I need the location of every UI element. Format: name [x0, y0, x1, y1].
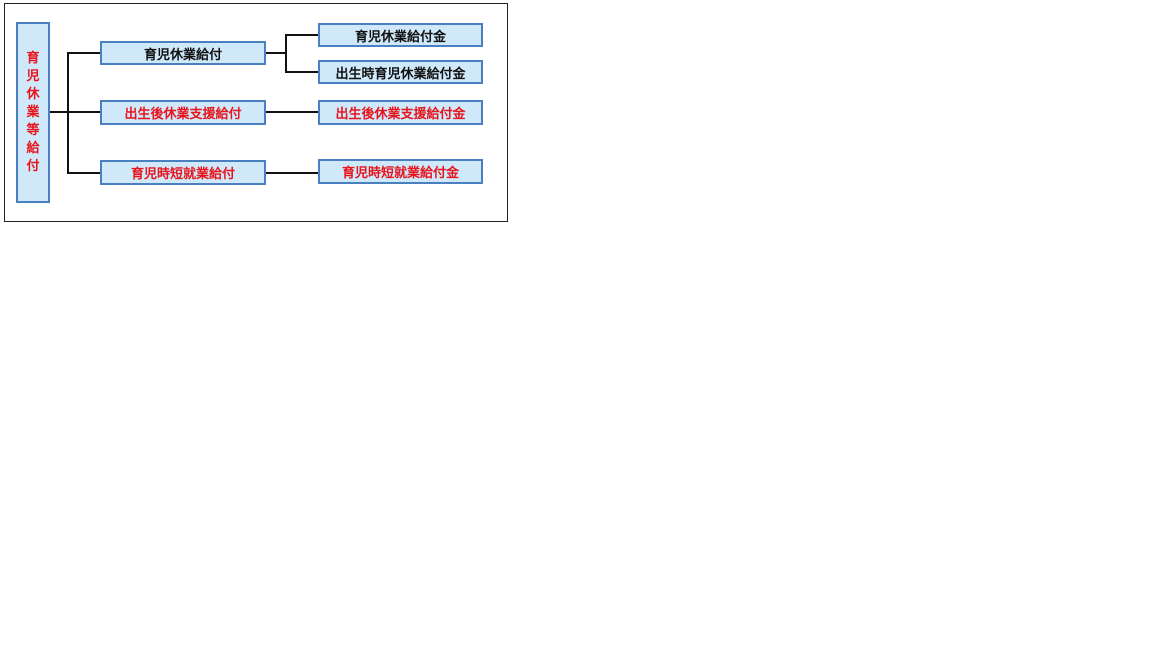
child-node-birth-time-childcare-leave-benefit-payment: 出生時育児休業給付金	[318, 60, 483, 84]
root-char: 業	[26, 104, 40, 120]
connector-child-2-1	[266, 111, 319, 113]
connector-child-3-1	[266, 172, 319, 174]
root-char: 休	[26, 86, 40, 102]
connector-branch-1-split	[285, 34, 287, 72]
connector-root-stub	[50, 111, 68, 113]
connector-branch-1-stub	[266, 52, 286, 54]
root-char: 給	[26, 140, 40, 156]
root-char: 等	[26, 122, 40, 138]
connector-branch-3	[67, 172, 101, 174]
branch-node-post-birth-leave-support-benefit: 出生後休業支援給付	[100, 100, 266, 125]
child-node-childcare-leave-benefit-payment: 育児休業給付金	[318, 23, 483, 47]
root-node: 育 児 休 業 等 給 付	[16, 22, 50, 203]
connector-branch-2	[67, 111, 101, 113]
child-node-childcare-short-time-work-benefit-payment: 育児時短就業給付金	[318, 159, 483, 184]
branch-node-childcare-leave-benefit: 育児休業給付	[100, 41, 266, 65]
child-node-post-birth-leave-support-benefit-payment: 出生後休業支援給付金	[318, 100, 483, 125]
branch-node-childcare-short-time-work-benefit: 育児時短就業給付	[100, 160, 266, 185]
connector-branch-1	[67, 52, 101, 54]
connector-child-1-1	[285, 34, 319, 36]
root-char: 児	[26, 68, 40, 84]
root-char: 付	[26, 158, 40, 174]
root-char: 育	[26, 50, 40, 66]
connector-root-trunk	[67, 52, 69, 174]
connector-child-1-2	[285, 71, 319, 73]
